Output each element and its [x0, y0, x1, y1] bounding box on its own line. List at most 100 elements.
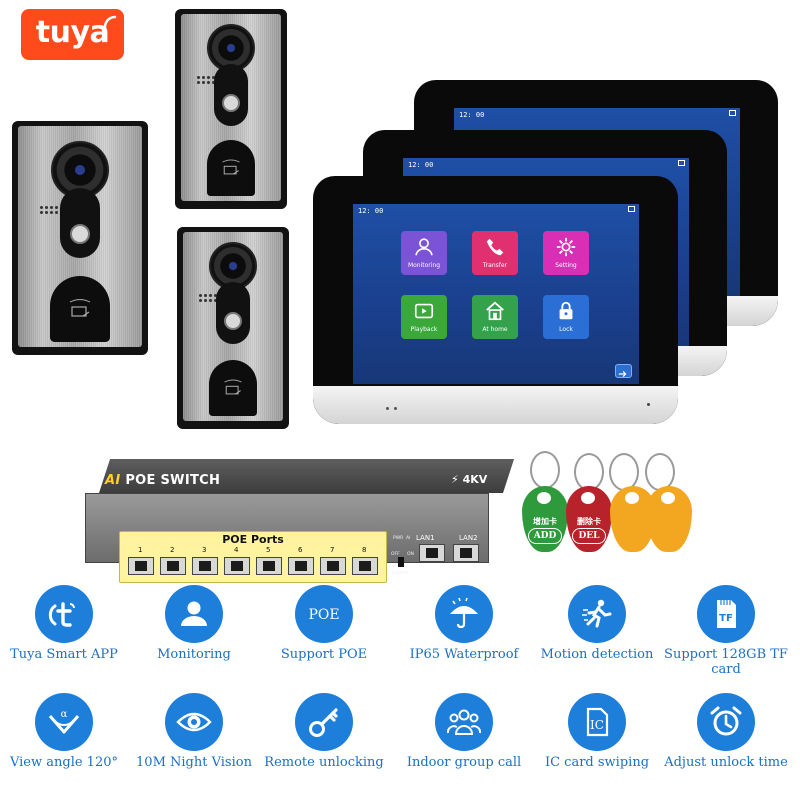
eye-icon [165, 693, 223, 751]
power-led [647, 403, 650, 406]
keyfob-hole [581, 492, 595, 504]
lightning-icon: ⚡ [451, 473, 459, 486]
tuya-app-icon [35, 585, 93, 643]
feature-support-128gb-tf-card: TF Support 128GB TF card [663, 585, 789, 677]
pwr-label: PWR [393, 536, 404, 541]
tile-lock[interactable]: Lock [543, 295, 589, 339]
phone-icon [486, 238, 504, 256]
speaker-grille [199, 294, 217, 302]
call-button [222, 94, 240, 112]
feature-adjust-unlock-time: Adjust unlock time [663, 693, 789, 770]
lan1-port[interactable] [419, 544, 445, 562]
keyfob-hole [661, 492, 675, 504]
message-icon [729, 110, 736, 116]
tile-label: Transfer [482, 262, 508, 269]
tile-label: Setting [555, 262, 577, 269]
keyfob-label: 删除卡 [577, 516, 601, 526]
alarm-clock-icon [697, 693, 755, 751]
poe-ports-label: POE Ports [222, 533, 284, 546]
svg-text:IC: IC [590, 718, 604, 732]
ic-card-icon: IC [568, 693, 626, 751]
feature-label: Support 128GB TF card [664, 647, 788, 677]
poe-port[interactable] [160, 557, 186, 575]
poe-port-number: 4 [234, 546, 239, 554]
poe-port-number: 5 [266, 546, 271, 554]
card-reader-icon [69, 299, 91, 317]
poe-port-number: 2 [170, 546, 175, 554]
card-reader-pad [50, 276, 110, 342]
feature-label: Remote unlocking [264, 755, 384, 770]
play-icon [414, 303, 434, 319]
mode-switch[interactable] [398, 557, 404, 567]
svg-text:α: α [61, 709, 68, 720]
lan2-port[interactable] [453, 544, 479, 562]
feature-label: Indoor group call [406, 755, 522, 770]
doorbell-camera-large [12, 121, 148, 355]
poe-port[interactable] [192, 557, 218, 575]
svg-text:TF: TF [719, 613, 733, 624]
ai-label: AI [406, 536, 411, 541]
poe-icon: POE [295, 585, 353, 643]
doorbell-camera-top [175, 9, 287, 209]
feature-monitoring: Monitoring [131, 585, 257, 662]
tile-label: At home [482, 326, 508, 333]
tile-at-home[interactable]: At home [472, 295, 518, 339]
speaker-grille [40, 206, 58, 214]
feature-motion-detection: Motion detection [534, 585, 660, 662]
exit-button[interactable] [615, 364, 632, 378]
feature-label: Motion detection [540, 647, 654, 662]
feature-label: Monitoring [157, 647, 231, 662]
monitor-bottom-bezel [313, 386, 678, 424]
key-icon [295, 693, 353, 751]
card-reader-pad [209, 360, 257, 416]
tile-playback[interactable]: Playback [401, 295, 447, 339]
poe-port[interactable] [320, 557, 346, 575]
tile-setting[interactable]: Setting [543, 231, 589, 275]
surge-rating: ⚡ 4KV [451, 473, 488, 486]
call-button [70, 224, 90, 244]
extend-label: Extend [392, 571, 408, 576]
poe-port[interactable] [352, 557, 378, 575]
rfid-keyfob [646, 486, 692, 552]
poe-port[interactable] [256, 557, 282, 575]
tile-label: Monitoring [407, 262, 441, 269]
indicator-dots [386, 407, 397, 410]
monitor-screen: 12: 00 Monitoring Transfer Setting Playb… [353, 204, 639, 384]
poe-port[interactable] [128, 557, 154, 575]
tile-monitoring[interactable]: Monitoring [401, 231, 447, 275]
home-icon [486, 301, 504, 321]
indoor-monitor-front: 12: 00 Monitoring Transfer Setting Playb… [313, 176, 678, 424]
card-reader-icon [224, 379, 242, 395]
poe-port-number: 7 [330, 546, 335, 554]
running-person-icon [568, 585, 626, 643]
screen-clock: 12: 00 [358, 207, 384, 215]
wifi-wave-icon [103, 15, 117, 29]
on-label: ON [407, 552, 414, 557]
poe-port[interactable] [288, 557, 314, 575]
message-icon [628, 206, 635, 212]
exit-icon [618, 371, 627, 377]
screen-clock: 12: 00 [408, 161, 434, 169]
poe-port[interactable] [224, 557, 250, 575]
tuya-logo-text: tuya [35, 15, 110, 50]
feature-label: Adjust unlock time [664, 755, 788, 770]
tile-label: Lock [559, 326, 573, 333]
call-button-strip [60, 188, 100, 258]
keyfob-badge: ADD [528, 528, 562, 544]
doorbell-faceplate [183, 232, 283, 421]
gear-icon [556, 237, 576, 257]
tf-card-icon: TF [697, 585, 755, 643]
poe-switch-title: AI POE SWITCH [105, 473, 220, 488]
tile-transfer[interactable]: Transfer [472, 231, 518, 275]
speaker-grille [197, 76, 215, 84]
off-label: OFF [391, 552, 400, 557]
group-icon [435, 693, 493, 751]
doorbell-faceplate [181, 14, 281, 201]
